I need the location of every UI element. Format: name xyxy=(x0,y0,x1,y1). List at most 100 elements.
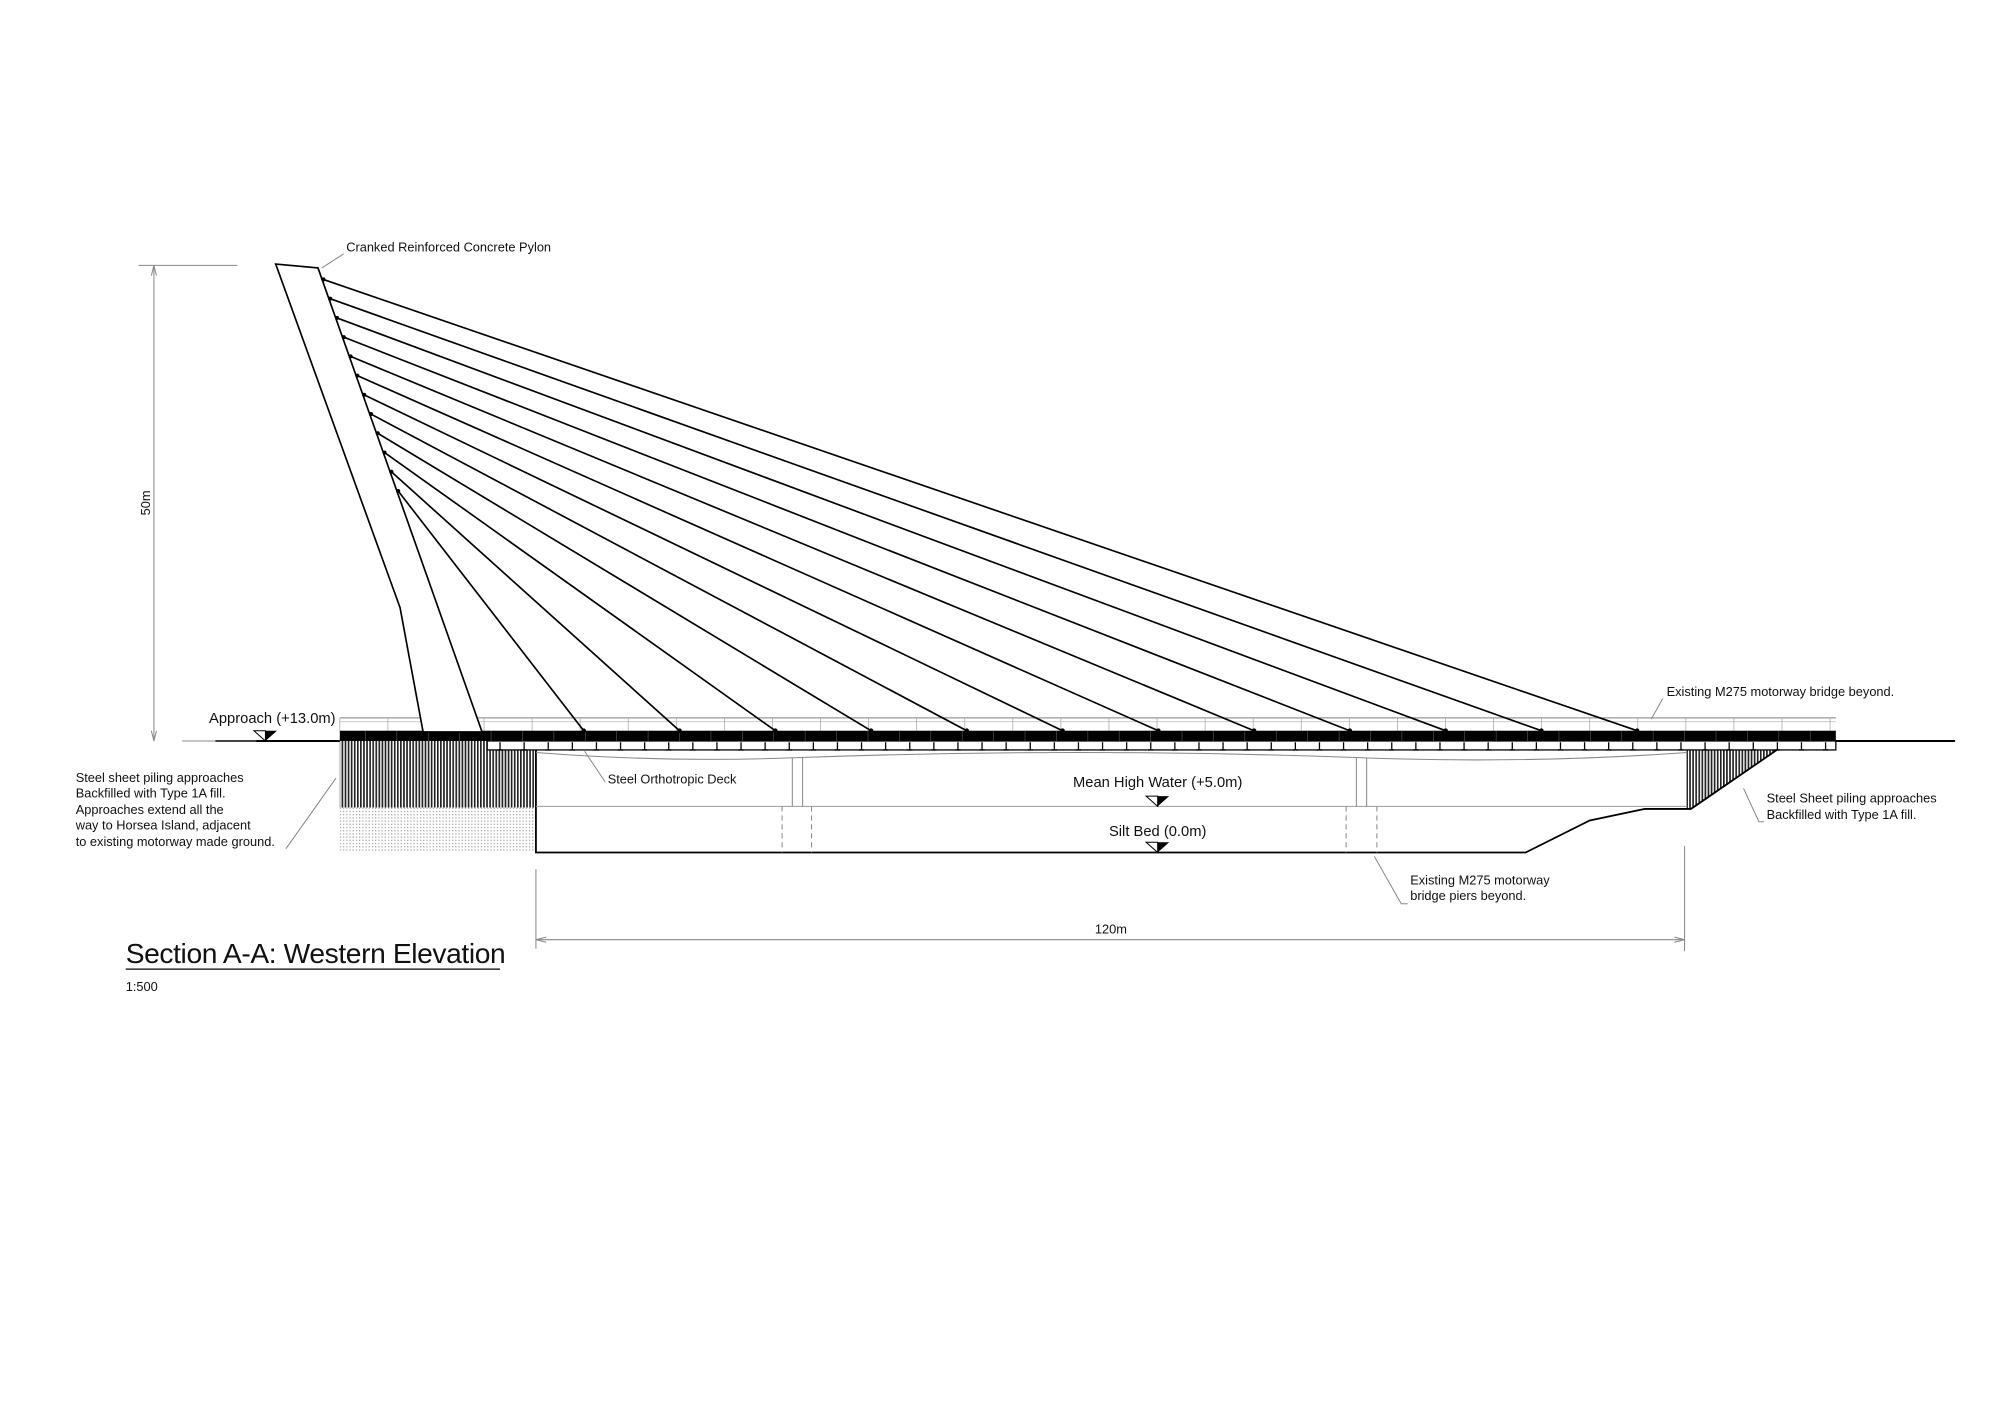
approach-level-marker-icon xyxy=(253,730,278,742)
cable-deck-anchor xyxy=(772,728,778,734)
existing-pier-2 xyxy=(1345,757,1378,853)
right-piling-annotation-line-1: Steel Sheet piling approaches xyxy=(1767,791,1937,806)
deck-cross-girder xyxy=(1341,742,1347,751)
deck-cross-girder xyxy=(1582,742,1588,751)
cable-deck-anchor xyxy=(1347,728,1353,734)
cranked-concrete-pylon xyxy=(274,263,484,733)
stay-cable xyxy=(363,394,1063,732)
left-piling-line-5: to existing motorway made ground. xyxy=(76,834,275,849)
deck-cross-girder xyxy=(1533,742,1539,751)
existing-bridge-soffit xyxy=(535,751,1688,761)
deck-cross-girder xyxy=(666,742,672,751)
stay-cable xyxy=(329,297,1542,732)
river-bed xyxy=(535,749,1778,854)
deck-cross-girder xyxy=(1702,742,1708,751)
deck-cross-girder xyxy=(1509,742,1515,751)
deck-cross-girder xyxy=(593,742,600,751)
deck-cross-girder xyxy=(690,742,696,751)
deck-cross-girder xyxy=(858,742,865,751)
height-dimension: 50m xyxy=(138,264,257,742)
cable-deck-anchor xyxy=(868,728,874,734)
deck-cross-girder xyxy=(1003,742,1009,751)
deck-cross-girder xyxy=(569,742,575,751)
deck-cross-girder xyxy=(1365,742,1371,751)
deck-cross-girder xyxy=(1316,742,1323,751)
deck-cross-girder xyxy=(1726,742,1732,751)
deck-cross-girder xyxy=(521,742,527,751)
existing-piers-annotation-line-1: Existing M275 motorway xyxy=(1410,873,1550,888)
left-piling-line-3: Approaches extend all the xyxy=(76,802,224,817)
deck-cross-girder xyxy=(979,742,985,751)
cable-pylon-anchor xyxy=(375,431,380,436)
span-dimension: 120m xyxy=(535,846,1686,952)
approach-level-label: Approach (+13.0m) xyxy=(209,711,336,727)
deck-cross-girder xyxy=(1220,742,1226,751)
mean-high-water-label: Mean High Water (+5.0m) xyxy=(1073,775,1242,791)
deck-cross-girder xyxy=(1172,742,1178,751)
cable-deck-anchor xyxy=(1634,728,1640,734)
deck-cross-girder xyxy=(1630,742,1636,751)
cable-deck-anchor xyxy=(581,728,587,734)
deck-cross-girder xyxy=(1148,742,1154,751)
deck-annotation: Steel Orthotropic Deck xyxy=(608,771,737,786)
deck-cross-girder xyxy=(714,742,720,751)
deck-cross-girder xyxy=(1823,742,1829,751)
deck-cross-girder xyxy=(786,742,792,751)
stay-cable xyxy=(350,355,1255,732)
cable-deck-anchor xyxy=(1251,728,1257,734)
drawing-scale: 1:500 xyxy=(126,979,158,994)
stay-cable xyxy=(384,451,776,732)
deck-cross-girder xyxy=(883,742,889,751)
deck-cross-girder xyxy=(810,742,816,751)
stay-cable xyxy=(397,490,585,732)
deck-cross-girder xyxy=(1654,742,1660,751)
cable-pylon-anchor xyxy=(382,450,387,455)
cable-pylon-anchor xyxy=(321,277,326,282)
deck-cross-girder xyxy=(1413,742,1419,751)
deck-cross-girder xyxy=(1027,742,1033,751)
stay-cable xyxy=(357,374,1159,732)
stay-cables xyxy=(321,277,1640,734)
left-abutment-fill xyxy=(339,807,536,853)
cable-deck-anchor xyxy=(1156,728,1161,734)
deck-cross-girder xyxy=(1124,742,1130,751)
existing-bridge-parapet xyxy=(339,717,1836,731)
cable-deck-anchor xyxy=(1060,728,1065,734)
cable-deck-anchor xyxy=(1539,728,1544,734)
existing-bridge-annotation: Existing M275 motorway bridge beyond. xyxy=(1667,684,1895,699)
height-dimension-label: 50m xyxy=(138,490,153,515)
left-piling-line-1: Steel sheet piling approaches xyxy=(76,770,244,785)
left-piling-line-2: Backfilled with Type 1A fill. xyxy=(76,785,226,800)
deck-cross-girder xyxy=(497,742,503,751)
cable-pylon-anchor xyxy=(389,469,394,474)
deck-cross-girder xyxy=(617,742,624,751)
stay-cable xyxy=(390,471,681,732)
silt-bed-label: Silt Bed (0.0m) xyxy=(1109,824,1206,840)
span-dimension-label: 120m xyxy=(1095,921,1127,936)
deck-cross-girder xyxy=(642,742,648,751)
left-piling-line-4: way to Horsea Island, adjacent xyxy=(75,817,251,832)
deck-cross-girder xyxy=(1075,742,1082,751)
left-abutment-piling xyxy=(339,740,536,808)
cable-pylon-anchor xyxy=(341,335,346,340)
deck-cross-girder xyxy=(1461,742,1467,751)
deck-cross-girder xyxy=(545,742,551,751)
cable-deck-anchor xyxy=(964,728,970,734)
deck-cross-girder xyxy=(1750,742,1756,751)
deck-cross-girder xyxy=(931,742,937,751)
deck-cross-girder xyxy=(1292,742,1298,751)
deck-cross-girder xyxy=(834,742,841,751)
cable-deck-anchor xyxy=(677,728,682,734)
stay-cable xyxy=(370,413,968,732)
cable-pylon-anchor xyxy=(355,373,360,378)
deck-cross-girder xyxy=(1244,742,1250,751)
stay-cable xyxy=(336,317,1446,732)
deck-cross-girder xyxy=(1051,742,1057,751)
cable-pylon-anchor xyxy=(328,296,333,301)
deck-cross-girder xyxy=(738,742,744,751)
pylon-annotation: Cranked Reinforced Concrete Pylon xyxy=(346,239,551,254)
cable-deck-anchor xyxy=(1443,728,1448,734)
drawing-title: Section A-A: Western Elevation xyxy=(126,937,506,969)
deck-cross-girder xyxy=(1389,742,1395,751)
